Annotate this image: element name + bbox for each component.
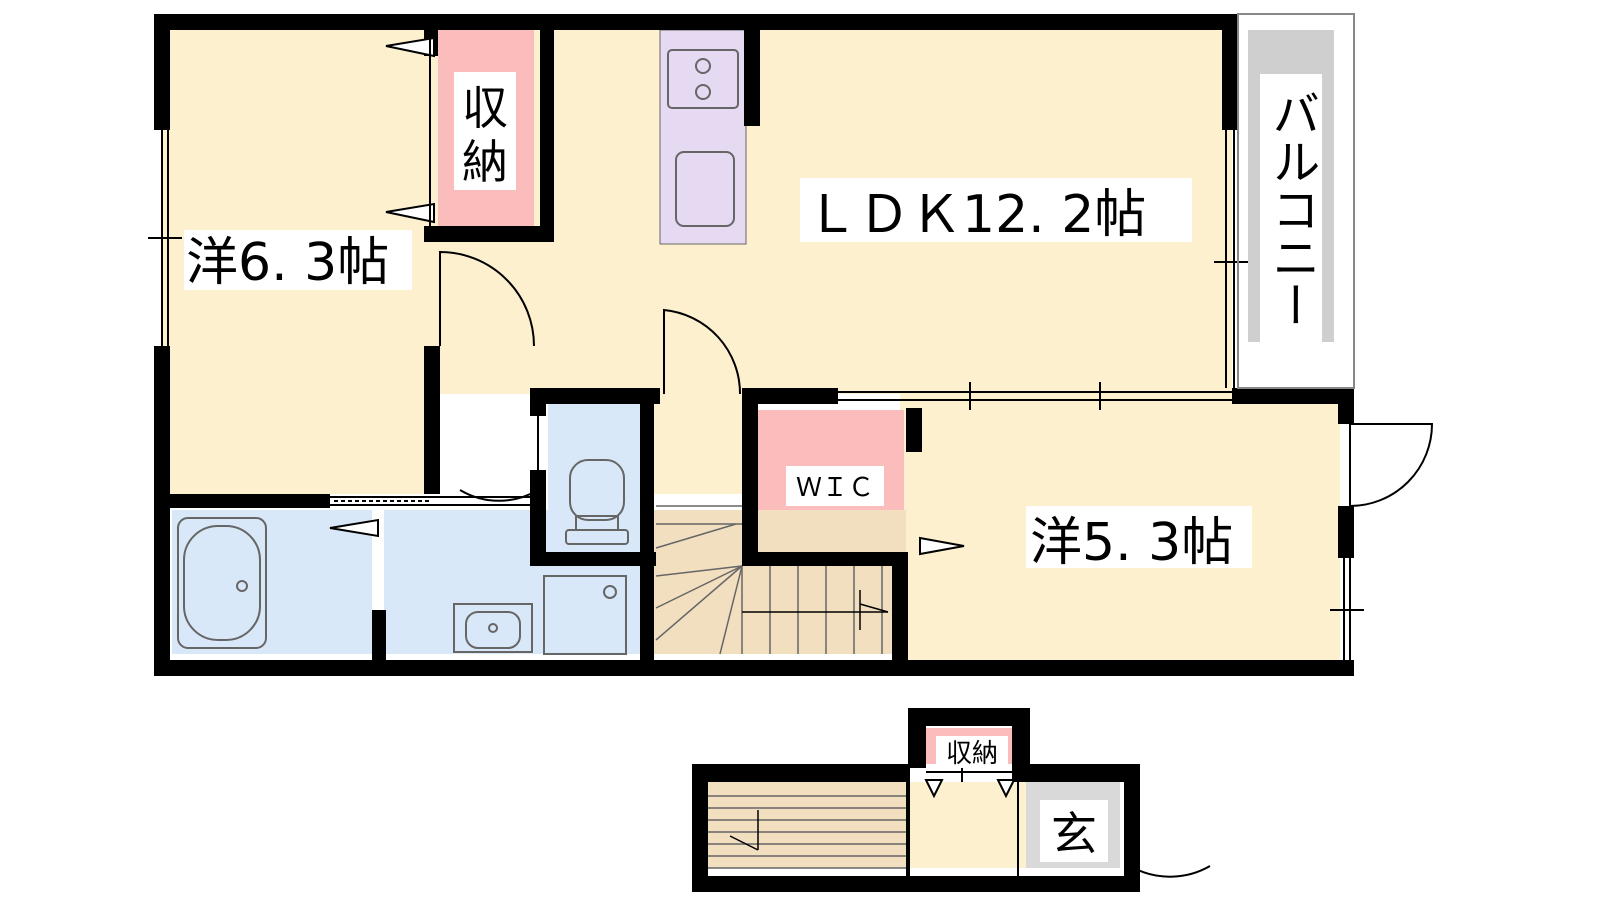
balcony-label: バルコニー <box>1260 74 1322 344</box>
label-bg-western-b <box>1026 506 1252 568</box>
lower-storage-label: 収納 <box>946 739 998 769</box>
stairs-lower <box>708 795 906 869</box>
label-bg-wic <box>786 466 884 506</box>
balcony-label-text: バルコニー <box>1263 89 1320 329</box>
sliding-door-ldk <box>838 382 1232 410</box>
washer-icon <box>543 575 627 655</box>
washbasin-icon <box>453 603 533 653</box>
stairs-upper-fill <box>654 510 906 654</box>
stairs-upper <box>655 505 889 655</box>
sliding-door-bath <box>330 496 530 506</box>
label-bg-lower-storage <box>936 736 1008 768</box>
sink-icon <box>675 151 735 227</box>
entrance-label: 玄 <box>1051 807 1097 861</box>
closet-door-marks <box>329 30 965 556</box>
western-room-b-label: 洋5. 3帖 <box>1030 513 1233 573</box>
label-bg-western-a <box>184 230 412 290</box>
label-bg-closet <box>454 72 516 190</box>
stove-icon <box>667 49 739 109</box>
lower-hall-fill <box>908 782 1026 868</box>
western-room-a-label: 洋6. 3帖 <box>186 233 389 293</box>
window-left <box>148 130 182 346</box>
toilet-icon <box>565 459 629 545</box>
hallway-floor <box>650 394 742 494</box>
upper-walls <box>154 14 1354 676</box>
lower-walls <box>692 708 1140 892</box>
label-bg-entrance <box>1040 800 1108 862</box>
lower-stairs-fill <box>708 782 908 868</box>
bathtub-icon <box>177 517 267 649</box>
label-bg-ldk <box>800 178 1192 242</box>
closet-label-line2: 納 <box>462 135 508 189</box>
wic-label: ＷＩＣ <box>796 473 874 503</box>
window-right <box>1330 558 1364 660</box>
ldk-label: ＬＤＫ12. 2帖 <box>806 185 1146 245</box>
kitchen-counter <box>659 29 747 245</box>
window-balcony <box>1214 13 1355 389</box>
lower-hall-lines <box>924 766 1019 876</box>
closet-label-line1: 収 <box>462 81 508 135</box>
bathroom-fill <box>172 510 372 654</box>
